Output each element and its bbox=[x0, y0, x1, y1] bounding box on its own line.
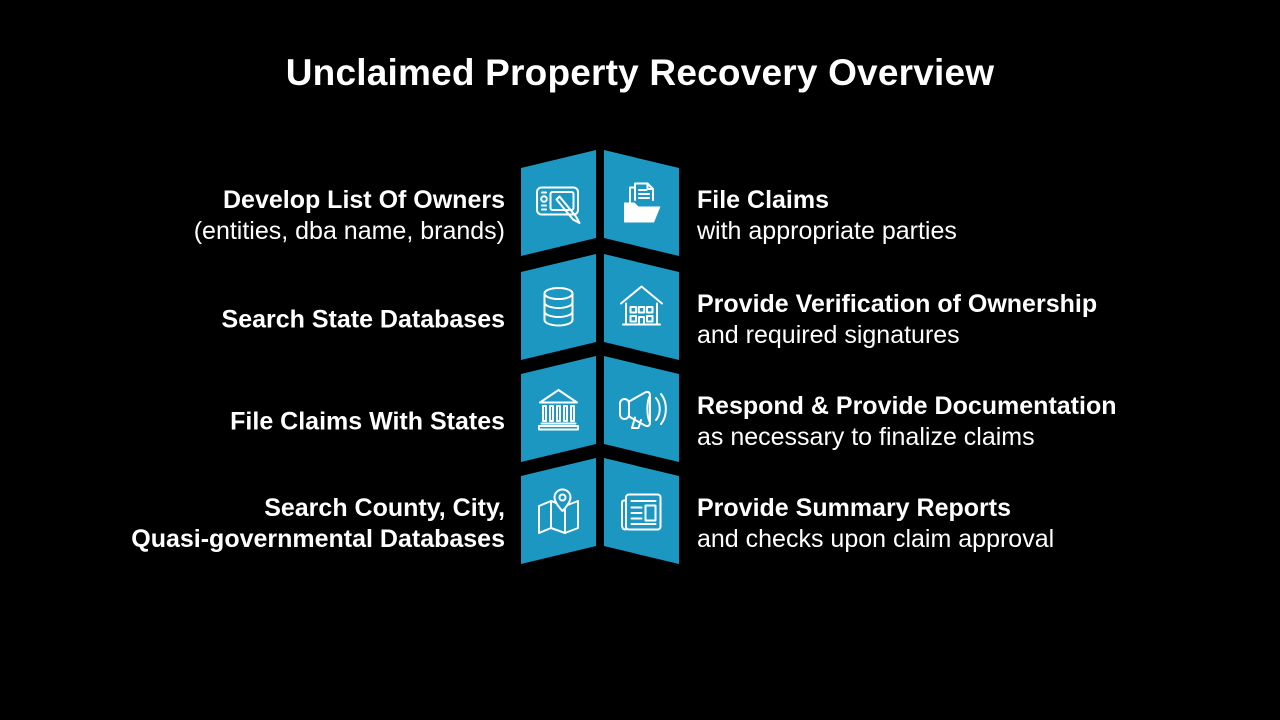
folder-documents-icon bbox=[624, 182, 661, 223]
right-label: File Claims with appropriate parties bbox=[697, 185, 957, 247]
left-label-title: Search County, City, bbox=[264, 494, 505, 522]
chevron-left-panel bbox=[521, 458, 596, 564]
chevron-pair bbox=[521, 458, 679, 564]
chevron-right-panel bbox=[604, 458, 679, 564]
process-row: File Claims With States Respond & Provid… bbox=[0, 356, 1280, 462]
tablet-pen-icon bbox=[536, 186, 581, 224]
process-row: Search County, City, Quasi-governmental … bbox=[0, 458, 1280, 564]
right-label: Provide Verification of Ownership and re… bbox=[697, 289, 1097, 351]
megaphone-icon bbox=[619, 390, 667, 429]
left-label-title: File Claims With States bbox=[230, 407, 505, 436]
right-label-title: File Claims bbox=[697, 186, 829, 214]
process-row: Search State Databases Provide Verificat… bbox=[0, 254, 1280, 360]
right-label: Respond & Provide Documentation as neces… bbox=[697, 391, 1116, 453]
chevron-right-panel bbox=[604, 150, 679, 256]
left-label: File Claims With States bbox=[230, 407, 505, 438]
bank-columns-icon bbox=[538, 389, 579, 431]
right-label-subtitle: with appropriate parties bbox=[697, 217, 957, 245]
left-label: Develop List Of Owners (entities, dba na… bbox=[194, 185, 505, 247]
newspaper-icon bbox=[621, 493, 662, 531]
left-label-title: Search State Databases bbox=[221, 305, 505, 334]
left-label-title: Develop List Of Owners bbox=[222, 186, 505, 214]
page-title: Unclaimed Property Recovery Overview bbox=[285, 52, 995, 93]
right-label-subtitle: and checks upon claim approval bbox=[697, 525, 1055, 553]
map-pin-icon bbox=[538, 488, 579, 534]
building-icon bbox=[620, 285, 663, 326]
chevron-pair bbox=[521, 150, 679, 256]
left-label-title-line2: Quasi-governmental Databases bbox=[131, 525, 505, 553]
left-label-subtitle: (entities, dba name, brands) bbox=[193, 217, 505, 245]
right-label-title: Provide Verification of Ownership bbox=[697, 290, 1098, 318]
chevron-left-panel bbox=[521, 356, 596, 462]
chevron-right-panel bbox=[604, 356, 679, 462]
right-label-title: Provide Summary Reports bbox=[697, 494, 1011, 522]
database-icon bbox=[543, 287, 574, 327]
chevron-pair bbox=[521, 254, 679, 360]
chevron-pair bbox=[521, 356, 679, 462]
left-label: Search State Databases bbox=[222, 305, 505, 336]
right-label-subtitle: and required signatures bbox=[697, 321, 960, 349]
process-row: Develop List Of Owners (entities, dba na… bbox=[0, 150, 1280, 256]
left-label: Search County, City, Quasi-governmental … bbox=[131, 493, 505, 555]
right-label-subtitle: as necessary to finalize claims bbox=[697, 423, 1035, 451]
right-label-title: Respond & Provide Documentation bbox=[697, 392, 1117, 420]
right-label: Provide Summary Reports and checks upon … bbox=[697, 493, 1054, 555]
